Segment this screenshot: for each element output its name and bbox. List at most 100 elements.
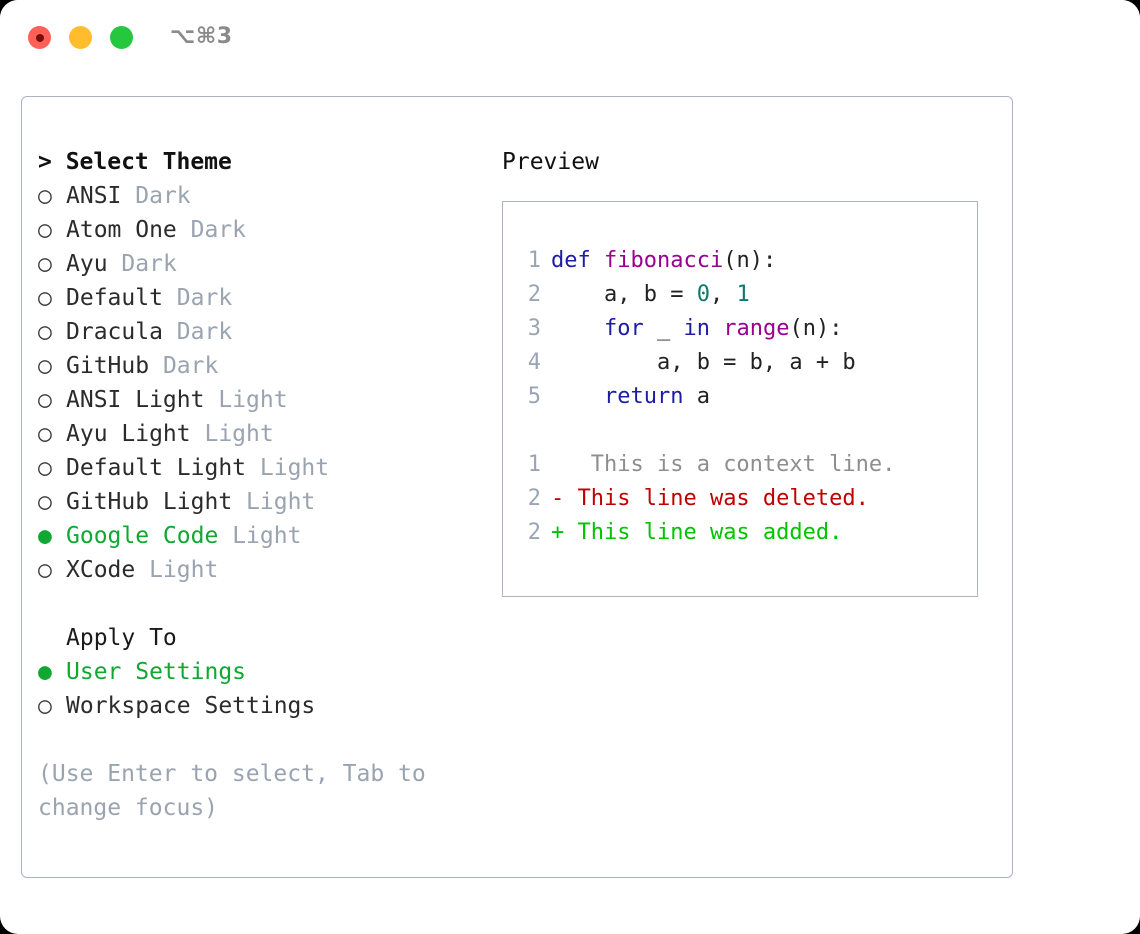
maximize-window-button[interactable] <box>110 26 133 49</box>
line-number: 4 <box>527 350 541 375</box>
theme-option-label: ANSI Light <box>66 387 205 413</box>
theme-option-default[interactable]: ○Default Dark <box>38 281 498 315</box>
apply-to-option-label: Workspace Settings <box>66 693 316 719</box>
diff-line-add: 2 + This line was added. <box>513 516 971 550</box>
keyboard-shortcut-label: ⌥⌘3 <box>170 24 233 49</box>
theme-option-variant: Dark <box>190 217 247 243</box>
apply-to-header: Apply To <box>66 625 177 651</box>
theme-option-label: Ayu Light <box>66 421 191 447</box>
theme-option-default-light[interactable]: ○Default Light Light <box>38 451 498 485</box>
theme-option-label: GitHub <box>66 353 150 379</box>
theme-option-variant: Light <box>204 421 274 447</box>
radio-unselected-icon: ○ <box>38 285 52 311</box>
theme-option-ansi-light[interactable]: ○ ANSI Light Light <box>38 383 498 417</box>
theme-option-label: Ayu <box>66 251 108 277</box>
apply-to-option-label: User Settings <box>66 659 247 685</box>
radio-selected-icon: ● <box>38 523 52 549</box>
diff-marker <box>551 452 564 477</box>
radio-unselected-icon: ○ <box>38 455 52 481</box>
diff-text: This is a context line. <box>564 452 896 477</box>
theme-options-list: ○ANSI Dark○Atom One Dark○Ayu Dark○Defaul… <box>38 179 498 587</box>
apply-to-option-workspace-settings[interactable]: ○ Workspace Settings <box>38 689 498 723</box>
spacer <box>38 587 498 621</box>
theme-option-variant: Light <box>232 523 302 549</box>
theme-option-label: Default Light <box>66 455 247 481</box>
line-number: 5 <box>527 384 541 409</box>
radio-unselected-icon: ○ <box>38 557 52 583</box>
theme-option-google-code[interactable]: ● Google Code Light <box>38 519 498 553</box>
line-number: 2 <box>527 520 541 545</box>
preview-title: Preview <box>502 149 599 175</box>
theme-option-ansi[interactable]: ○ANSI Dark <box>38 179 498 213</box>
theme-option-label: Default <box>66 285 163 311</box>
help-text: (Use Enter to select, Tab to change focu… <box>38 761 426 821</box>
theme-option-variant: Light <box>246 489 316 515</box>
code-token-num: 1 <box>736 282 750 307</box>
radio-unselected-icon: ○ <box>38 489 52 515</box>
theme-option-variant: Light <box>149 557 219 583</box>
code-line: 5 return a <box>513 380 971 414</box>
diff-text: This line was deleted. <box>564 486 869 511</box>
radio-unselected-icon: ○ <box>38 217 52 243</box>
theme-option-label: Google Code <box>66 523 219 549</box>
theme-option-ayu[interactable]: ○ Ayu Dark <box>38 247 498 281</box>
code-token-kw: return <box>603 384 684 409</box>
line-number: 3 <box>527 316 541 341</box>
diff-marker: + <box>551 520 565 545</box>
close-window-button[interactable] <box>28 26 51 49</box>
theme-option-github-light[interactable]: ○ GitHub Light Light <box>38 485 498 519</box>
code-line: 3 for _ in range(n): <box>513 312 971 346</box>
theme-option-label: GitHub Light <box>66 489 233 515</box>
code-token-pl: (n): <box>723 248 777 273</box>
code-token-pl: , <box>709 282 737 307</box>
code-token-pl: a <box>683 384 710 409</box>
code-token-fn: range <box>723 316 790 341</box>
select-theme-header: > Select Theme <box>38 149 232 175</box>
line-number: 2 <box>527 486 541 511</box>
radio-unselected-icon: ○ <box>38 421 52 447</box>
radio-unselected-icon: ○ <box>38 319 52 345</box>
radio-unselected-icon: ○ <box>38 387 52 413</box>
traffic-lights <box>28 26 133 49</box>
code-token-pl <box>591 248 604 273</box>
theme-option-github[interactable]: ○GitHub Dark <box>38 349 498 383</box>
theme-option-label: Dracula <box>66 319 163 345</box>
theme-option-variant: Light <box>218 387 288 413</box>
theme-option-ayu-light[interactable]: ○ Ayu Light Light <box>38 417 498 451</box>
code-token-pl: (n): <box>789 316 843 341</box>
line-number: 2 <box>527 282 541 307</box>
theme-option-xcode[interactable]: ○XCode Light <box>38 553 498 587</box>
theme-option-variant: Dark <box>162 353 219 379</box>
line-number: 1 <box>527 248 541 273</box>
minimize-window-button[interactable] <box>69 26 92 49</box>
code-line: 4 a, b = b, a + b <box>513 346 971 380</box>
apply-to-option-user-settings[interactable]: ●User Settings <box>38 655 498 689</box>
title-bar: ⌥⌘3 <box>0 0 1140 78</box>
code-token-pl <box>551 384 604 409</box>
radio-unselected-icon: ○ <box>38 251 52 277</box>
diff-line-del: 2- This line was deleted. <box>513 482 971 516</box>
code-token-kw: for <box>603 316 644 341</box>
theme-option-atom-one[interactable]: ○Atom One Dark <box>38 213 498 247</box>
code-token-pl: a, b = b, a + b <box>551 350 856 375</box>
code-token-kw: in <box>683 316 710 341</box>
main-panel: > Select Theme ○ANSI Dark○Atom One Dark○… <box>21 96 1013 878</box>
line-number: 1 <box>527 452 541 477</box>
radio-unselected-icon: ○ <box>38 693 52 719</box>
code-line: 2 a, b = 0, 1 <box>513 278 971 312</box>
code-token-kw: def <box>551 248 591 273</box>
code-token-pl: a, b = <box>551 282 697 307</box>
diff-text: This line was added. <box>564 520 843 545</box>
diff-line-ctx: 1 This is a context line. <box>513 448 971 482</box>
theme-option-variant: Dark <box>176 319 233 345</box>
spacer <box>38 723 498 757</box>
theme-option-variant: Dark <box>121 251 177 277</box>
theme-option-dracula[interactable]: ○ Dracula Dark <box>38 315 498 349</box>
code-token-pl: _ <box>643 316 684 341</box>
